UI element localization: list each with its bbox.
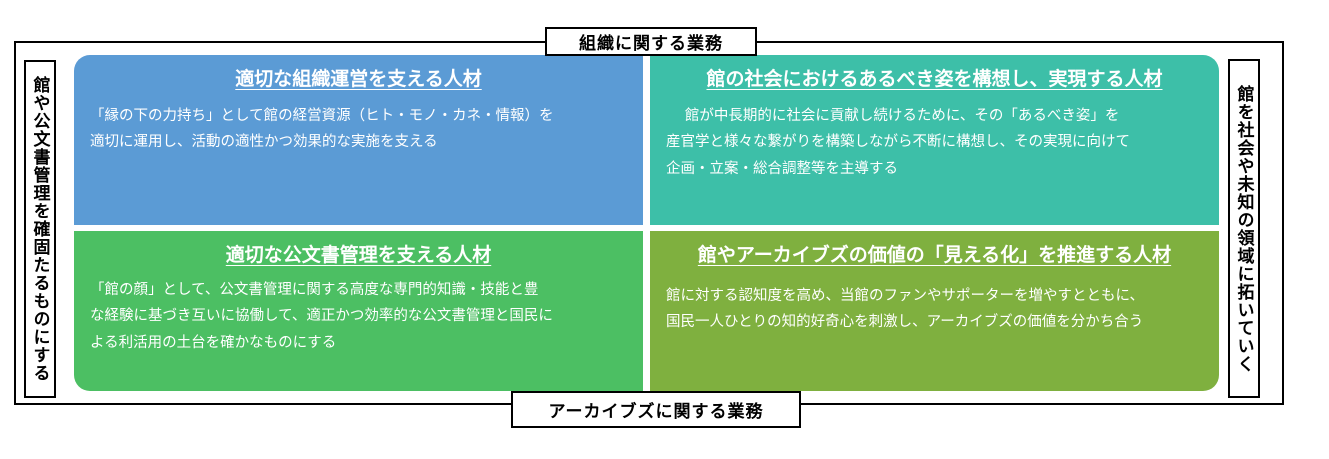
caption-top-organization: 組織に関する業務: [545, 27, 757, 56]
caption-left-vertical: 館や公文書管理を確固たるものにする: [24, 60, 56, 398]
body-line: 国民一人ひとりの知的好奇心を刺激し、アーカイブズの価値を分かち合う: [666, 314, 1144, 331]
body-line: な経験に基づき互いに協働して、適正かつ効率的な公文書管理と国民に: [90, 308, 553, 325]
body-line: 館が中長期的に社会に貢献し続けるために、その「あるべき姿」を: [684, 107, 1120, 124]
body-line: 企画・立案・総合調整等を主導する: [666, 161, 898, 178]
quadrant-bottom-right-title: 館やアーカイブズの価値の「見える化」を推進する人材: [697, 245, 1172, 266]
quadrant-top-left-title: 適切な組織運営を支える人材: [235, 69, 482, 90]
body-line: よる利活用の土台を確かなものにする: [90, 335, 337, 352]
body-line: 館に対する認知度を高め、当館のファンやサポーターを増やすとともに、: [666, 287, 1145, 304]
quadrant-top-left-body: 「縁の下の力持ち」として館の経営資源（ヒト・モノ・カネ・情報）を 適切に運用し、…: [90, 103, 627, 157]
quadrant-bottom-right: 館やアーカイブズの価値の「見える化」を推進する人材 館に対する認知度を高め、当館…: [650, 231, 1219, 391]
quadrant-bottom-right-body: 館に対する認知度を高め、当館のファンやサポーターを増やすとともに、 国民一人ひと…: [666, 283, 1203, 337]
quadrant-bottom-left-body: 「館の顔」として、公文書管理に関する高度な専門的知識・技能と豊 な経験に基づき互…: [90, 277, 627, 357]
caption-bottom-archives: アーカイブズに関する業務: [511, 391, 801, 428]
quadrant-top-right: 館の社会におけるあるべき姿を構想し、実現する人材 館が中長期的に社会に貢献し続け…: [650, 55, 1219, 225]
quadrant-bottom-left-title: 適切な公文書管理を支える人材: [225, 245, 492, 266]
quadrant-top-right-body: 館が中長期的に社会に貢献し続けるために、その「あるべき姿」を 産官学と様々な繋が…: [666, 103, 1203, 183]
body-line: 「館の顔」として、公文書管理に関する高度な専門的知識・技能と豊: [90, 281, 539, 298]
quadrant-top-left: 適切な組織運営を支える人材 「縁の下の力持ち」として館の経営資源（ヒト・モノ・カ…: [74, 55, 643, 225]
body-line: 産官学と様々な繋がりを構築しながら不断に構想し、その実現に向けて: [666, 134, 1130, 151]
body-line: 「縁の下の力持ち」として館の経営資源（ヒト・モノ・カネ・情報）を: [90, 107, 554, 124]
caption-right-vertical: 館を社会や未知の領域に拓いていく: [1228, 59, 1260, 398]
body-line: 適切に運用し、活動の適性かつ効果的な実施を支える: [90, 134, 438, 151]
quadrant-top-right-title: 館の社会におけるあるべき姿を構想し、実現する人材: [706, 69, 1163, 90]
quadrant-bottom-left: 適切な公文書管理を支える人材 「館の顔」として、公文書管理に関する高度な専門的知…: [74, 231, 643, 391]
